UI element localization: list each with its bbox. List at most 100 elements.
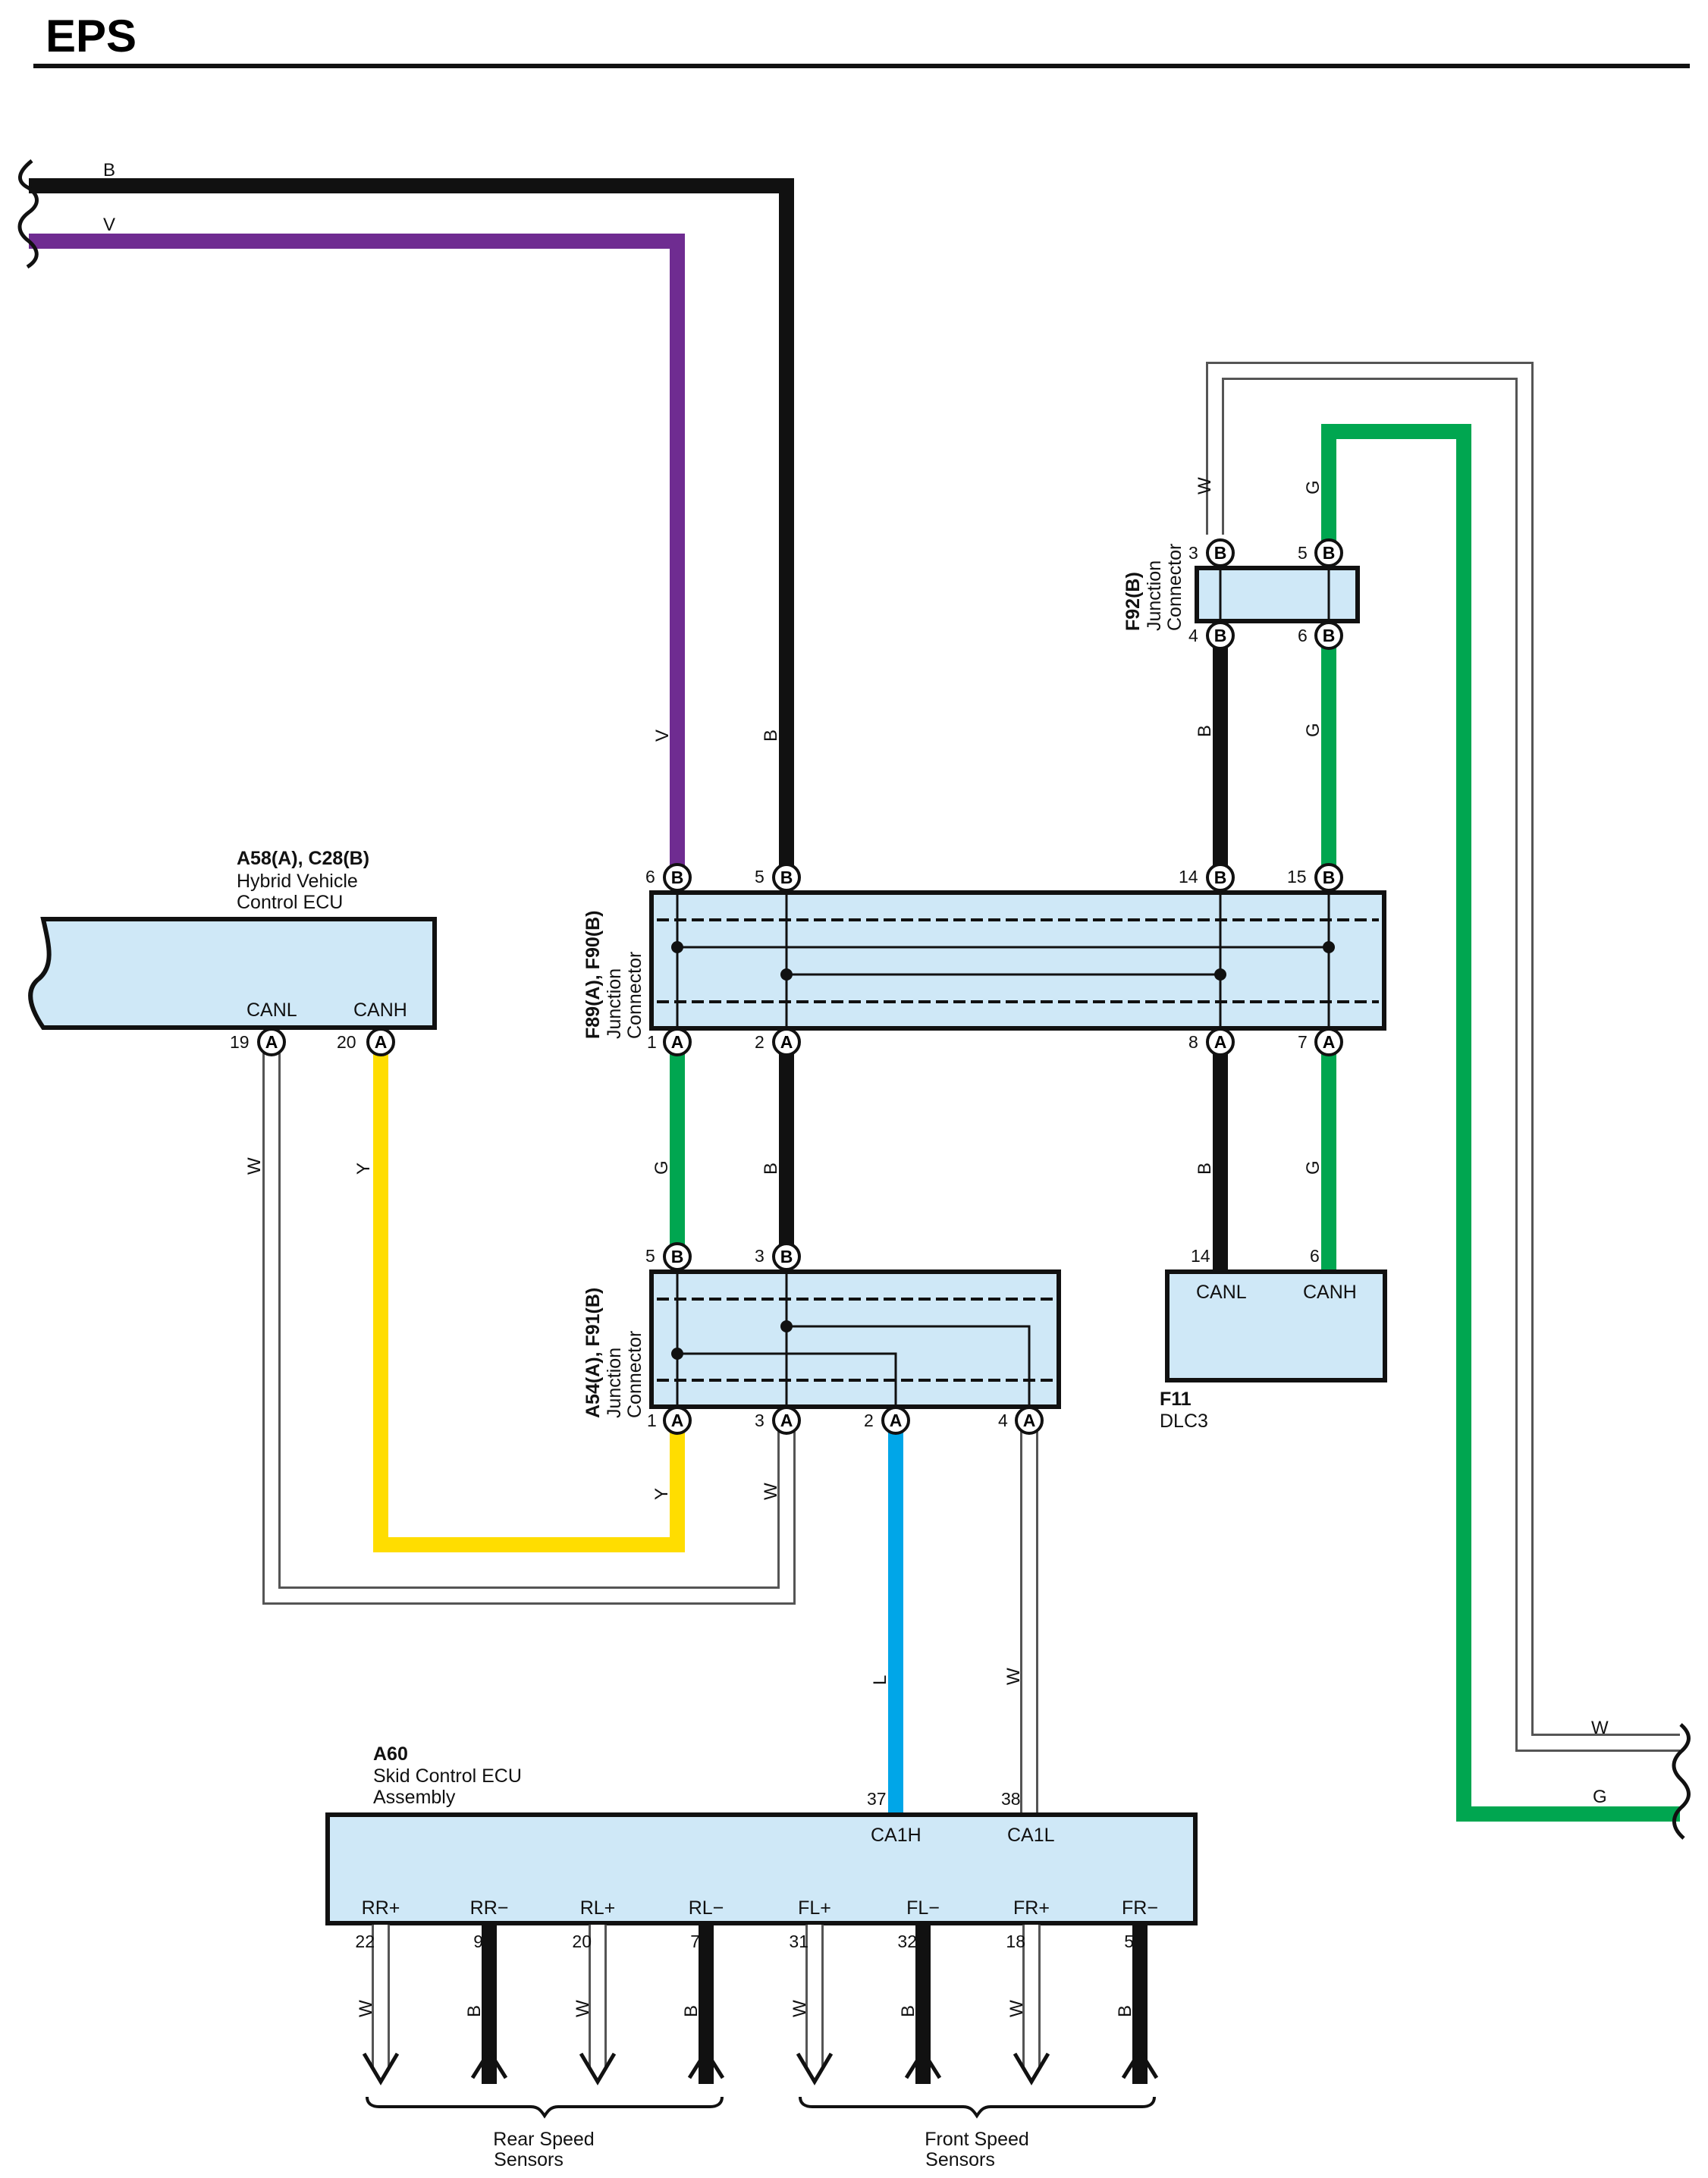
svg-text:A: A xyxy=(1023,1411,1036,1430)
a54-pin: 1 xyxy=(647,1411,657,1430)
svg-text:A: A xyxy=(265,1032,278,1052)
pin-number: 31 xyxy=(789,1932,808,1951)
hv-ecu-canh: CANH xyxy=(353,1000,407,1021)
junction-connector-f92: F92(B) Junction Connector 3 5 4 6 B B B … xyxy=(1122,538,1360,650)
connector-marker: A xyxy=(663,1406,692,1435)
pin-number: 20 xyxy=(572,1932,592,1951)
svg-text:A: A xyxy=(375,1032,388,1052)
svg-text:B: B xyxy=(671,1247,684,1266)
wire-label-f92-g-top: G xyxy=(1303,480,1323,494)
connector-marker: B xyxy=(663,863,692,892)
a54-pin: 2 xyxy=(864,1411,874,1430)
f89-pin: 7 xyxy=(1298,1032,1308,1052)
svg-text:A: A xyxy=(671,1411,684,1430)
wire-color-label: W xyxy=(356,2000,376,2017)
a54-pin: 4 xyxy=(998,1411,1008,1430)
connector-marker: A xyxy=(1015,1406,1044,1435)
wire-label-f92-g-low: G xyxy=(1303,723,1323,737)
front-speed-label-2: Sensors xyxy=(925,2149,995,2170)
a54-pin: 3 xyxy=(755,1411,765,1430)
a60-sensor-outputs: RR+22WRR−9BRL+20WRL−7BFL+31WFL−32BFR+18W… xyxy=(355,1897,1159,2085)
wire-label-f92-w: W xyxy=(1195,477,1215,494)
arrow-down-icon xyxy=(362,2052,400,2085)
wire-label-v-vertical: V xyxy=(652,730,673,742)
pin-number: 5 xyxy=(1124,1932,1134,1951)
sensor-output-1: RR+ 22W xyxy=(355,1897,400,2085)
connector-marker: A xyxy=(663,1028,692,1056)
wire-label-b-vertical: B xyxy=(761,730,781,742)
svg-text:A: A xyxy=(1323,1032,1336,1052)
svg-text:B: B xyxy=(1323,868,1336,887)
pin-number: 9 xyxy=(473,1932,483,1951)
a54-pin: 5 xyxy=(645,1246,655,1266)
f92-pin: 6 xyxy=(1298,626,1308,645)
pin-number: 32 xyxy=(897,1932,917,1951)
sensor-output-4: RL− 7B xyxy=(681,1897,725,2084)
signal-label: RL− xyxy=(689,1897,724,1919)
connector-marker: A xyxy=(772,1028,801,1056)
signal-label: RL+ xyxy=(580,1897,616,1919)
connector-marker: B xyxy=(772,863,801,892)
pin-number: 22 xyxy=(355,1932,375,1951)
junction-connector-a54: A54(A), F91(B) Junction Connector 5 3 1 … xyxy=(582,1242,1061,1435)
sensor-output-8: FR−5B xyxy=(1115,1897,1159,2084)
wire-label-a54-l: L xyxy=(870,1675,890,1685)
hv-ecu-pin-19: 19 xyxy=(230,1032,250,1052)
wire-label-top-b: B xyxy=(103,160,115,180)
skid-control-ecu: A60 Skid Control ECU Assembly 37 38 CA1H… xyxy=(325,1743,1198,2085)
connector-marker: A xyxy=(366,1028,395,1056)
connector-marker: A xyxy=(1314,1028,1343,1056)
f92-id: F92(B) xyxy=(1122,572,1144,631)
svg-text:A: A xyxy=(780,1032,793,1052)
connector-marker: A xyxy=(257,1028,286,1056)
arrow-down-icon xyxy=(796,2052,834,2085)
f89-id: F89(A), F90(B) xyxy=(582,911,604,1039)
hv-ecu-pin-20: 20 xyxy=(337,1032,356,1052)
wire-label-hv-w: W xyxy=(244,1157,265,1175)
arrow-up-icon xyxy=(687,2048,725,2079)
a54-name-1: Junction xyxy=(604,1348,625,1418)
rear-speed-label-2: Sensors xyxy=(494,2149,564,2170)
wire-color-label: B xyxy=(1115,2005,1135,2017)
sensor-output-7: FR+18W xyxy=(1006,1897,1050,2085)
violet-wire-top xyxy=(29,234,685,876)
signal-label: FL− xyxy=(906,1897,940,1919)
a60-pin-38: 38 xyxy=(1001,1789,1021,1809)
wire-color-label: B xyxy=(464,2005,485,2017)
connector-marker: B xyxy=(1314,863,1343,892)
connector-marker: B xyxy=(772,1242,801,1271)
a54-pin: 3 xyxy=(755,1246,765,1266)
a54-id: A54(A), F91(B) xyxy=(582,1288,604,1418)
f89-name-2: Connector xyxy=(624,952,645,1039)
f89-pin: 1 xyxy=(647,1032,657,1052)
svg-text:B: B xyxy=(780,1247,793,1266)
arrow-up-icon xyxy=(904,2048,942,2079)
connector-marker: B xyxy=(1206,538,1235,567)
wire-label-right-g: G xyxy=(1593,1787,1607,1807)
arrow-down-icon xyxy=(579,2052,617,2085)
connector-marker: B xyxy=(663,1242,692,1271)
signal-label: RR+ xyxy=(362,1897,400,1919)
dlc3-name: DLC3 xyxy=(1160,1411,1208,1432)
f92-pin: 3 xyxy=(1188,543,1198,563)
signal-label: FR+ xyxy=(1013,1897,1050,1919)
front-speed-label-1: Front Speed xyxy=(925,2129,1029,2150)
wire-label-f92-b-low: B xyxy=(1195,725,1215,737)
a60-ca1h: CA1H xyxy=(871,1825,922,1846)
svg-text:B: B xyxy=(1323,626,1336,645)
wire-color-label: B xyxy=(681,2005,702,2017)
page-title: EPS xyxy=(46,11,137,61)
wire-label-j-b: B xyxy=(761,1163,781,1175)
sensor-output-3: RL+ 20W xyxy=(572,1897,617,2085)
connector-marker: B xyxy=(1314,621,1343,650)
sensor-output-2: RR− 9B xyxy=(464,1897,508,2084)
green-wire-right-loop xyxy=(1321,424,1680,1822)
svg-text:A: A xyxy=(1214,1032,1227,1052)
dlc3-canh: CANH xyxy=(1303,1282,1357,1303)
signal-label: RR− xyxy=(470,1897,509,1919)
hybrid-vehicle-ecu: A58(A), C28(B) Hybrid Vehicle Control EC… xyxy=(28,848,437,1056)
pin-number: 7 xyxy=(690,1932,700,1951)
wire-color-label: W xyxy=(573,2000,593,2017)
rear-speed-label-1: Rear Speed xyxy=(493,2129,594,2150)
